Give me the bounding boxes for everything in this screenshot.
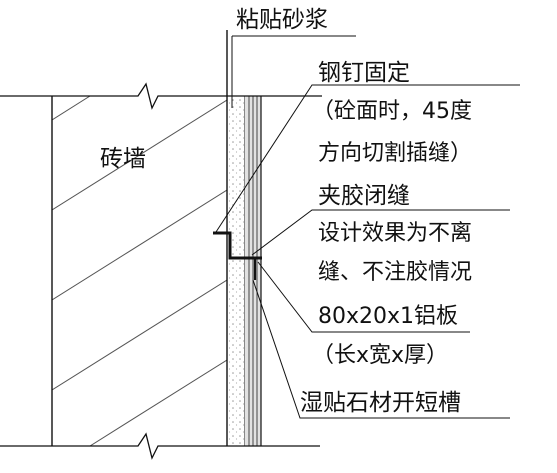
mortar-layer: [227, 96, 245, 446]
leader-nail: [215, 84, 520, 233]
leader-sealant: [251, 209, 510, 256]
label-design-line1: 设计效果为不离: [318, 221, 472, 246]
leader-slot: [252, 279, 510, 419]
top-break-line: [0, 82, 322, 110]
label-mortar: 粘贴砂浆: [236, 7, 328, 33]
label-plate-line1: 80x20x1铝板: [318, 304, 458, 329]
label-nail-line1: 钢钉固定: [318, 60, 410, 86]
label-design-line2: 缝、不注胶情况: [318, 260, 472, 285]
aluminium-plate: [213, 231, 262, 260]
label-brick-wall: 砖墙: [100, 146, 146, 172]
leader-plate: [257, 261, 470, 333]
brick-wall-hatch: [52, 96, 227, 446]
label-nail-line3: 方向切割插缝）: [318, 141, 472, 166]
label-nail-line2: （砼面时，45度: [312, 99, 472, 124]
label-sealant: 夹胶闭缝: [318, 183, 410, 209]
bottom-break-line: [0, 432, 320, 460]
label-plate-line2: （长x宽x厚）: [312, 343, 448, 368]
label-slot: 湿贴石材开短槽: [300, 390, 461, 416]
